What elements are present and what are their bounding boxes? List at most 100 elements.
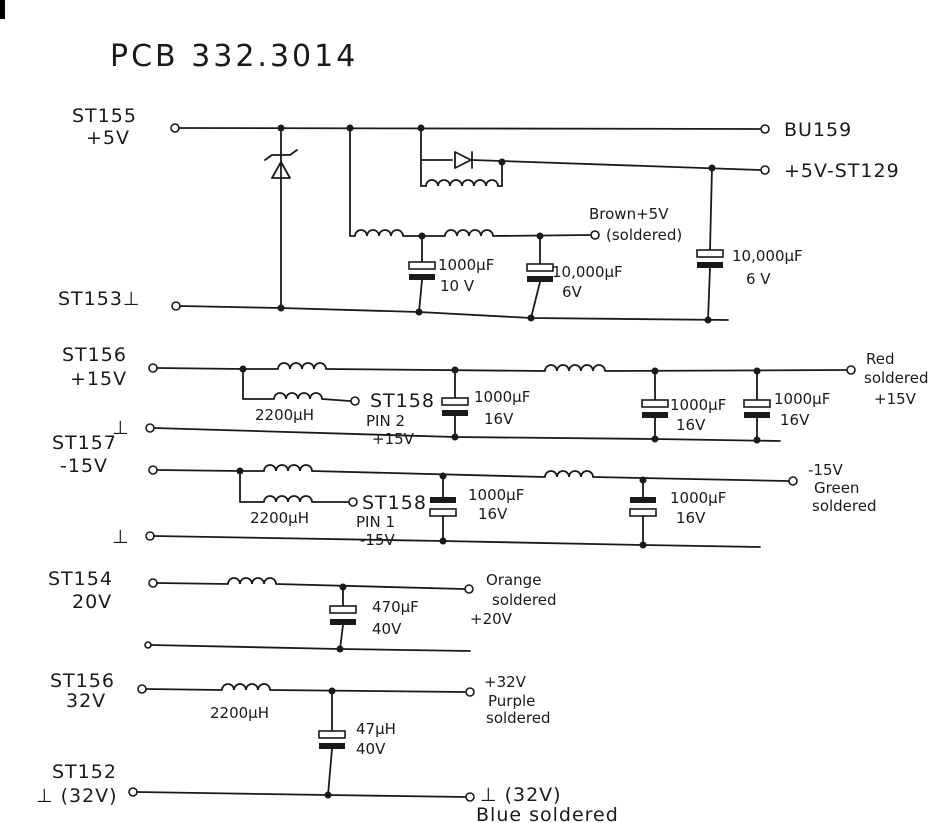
- s3-c1-plate-neg: [430, 497, 456, 503]
- s5-inductor-icon: [221, 683, 271, 691]
- s4-wire-b: [275, 583, 465, 590]
- s3-c1-voltage: 16V: [478, 505, 508, 523]
- s5-ground-out-terminal: [465, 792, 475, 802]
- s2-ground-terminal: [145, 423, 155, 433]
- s2-inductor-2-icon: [544, 364, 606, 372]
- s5-output-terminal: [465, 687, 475, 697]
- s1-c1-plate-pos: [408, 261, 436, 270]
- s3-wire-a: [156, 469, 241, 472]
- s1-zener-diode-icon: [271, 161, 291, 179]
- s3-tap-label-1: ST158: [362, 492, 427, 514]
- s1-rail-wire: [178, 127, 761, 130]
- s3-input-voltage: -15V: [60, 455, 108, 477]
- s1-ground-terminal: [171, 301, 181, 311]
- section-32v: ST156 32V 2200µH +32V Purple soldered 47…: [36, 670, 619, 823]
- s2-c1-voltage: 16V: [484, 410, 514, 428]
- s1-c2-plate-neg: [527, 276, 553, 282]
- s3-c2-plate-pos: [629, 508, 657, 517]
- s3-ground-label: ⊥: [112, 526, 130, 548]
- s3-inductor-2-icon: [544, 470, 594, 478]
- s3-output-label-1: -15V: [808, 461, 843, 479]
- s2-input-name: ST156: [62, 344, 127, 366]
- s2-tap-label-2: PIN 2: [366, 412, 405, 430]
- s3-c2-value: 1000µF: [670, 489, 726, 507]
- s3-output-label-3: soldered: [812, 497, 877, 515]
- s2-c2-voltage: 16V: [676, 416, 706, 434]
- s1-ground-label: ST153⊥: [58, 288, 140, 310]
- s2-c2-plate-pos: [641, 399, 669, 408]
- s4-output-label-2: soldered: [492, 591, 557, 609]
- s2-inductor-3-icon: [273, 392, 323, 400]
- s1-zener-gnd-dot: [277, 304, 285, 312]
- s1-input-name: ST155: [72, 105, 137, 127]
- s4-output-terminal: [464, 584, 474, 594]
- s3-inductor-3-icon: [263, 495, 313, 503]
- s2-tap-wire-2: [321, 398, 351, 402]
- s2-tap-terminal: [350, 396, 360, 406]
- s2-c3-voltage: 16V: [780, 411, 810, 429]
- s5-c-voltage: 40V: [356, 740, 386, 758]
- s5-inductor-value: 2200µH: [210, 704, 269, 722]
- s4-wire-a: [156, 582, 229, 585]
- s4-c-plate-pos: [329, 605, 357, 614]
- s1-c1-value: 1000µF: [438, 256, 494, 274]
- s3-inductor-value: 2200µH: [250, 509, 309, 527]
- s2-c1-plate-pos: [441, 397, 469, 406]
- s2-wire-c: [325, 368, 546, 372]
- s5-ground-out-label-2: Blue soldered: [476, 804, 619, 823]
- s1-c3-value: 10,000µF: [732, 247, 803, 265]
- s2-tap-wire: [242, 368, 275, 400]
- s3-input-name: ST157: [52, 432, 117, 454]
- s5-ground-out-label: ⊥ (32V): [480, 784, 562, 806]
- s3-inductor-1-icon: [263, 464, 313, 472]
- s5-wire-b: [269, 689, 466, 693]
- s2-output-label-3: +15V: [874, 390, 917, 408]
- s2-inductor-1-icon: [277, 362, 327, 370]
- s3-c1-plate-pos: [429, 508, 457, 517]
- s1-diode-wire-in: [420, 127, 453, 161]
- s3-c2-plate-neg: [630, 497, 656, 503]
- title: PCB 332.3014: [110, 39, 358, 74]
- s2-output-terminal: [846, 365, 856, 375]
- s2-inductor-value: 2200µH: [255, 406, 314, 424]
- s2-ground-label: ⊥: [112, 417, 130, 439]
- s2-input-voltage: +15V: [70, 368, 127, 390]
- s1-c1-plate-neg: [409, 274, 435, 280]
- s3-tap-terminal: [348, 497, 358, 507]
- s1-brown-label: Brown+5V: [589, 205, 669, 223]
- s5-input-name: ST156: [50, 670, 115, 692]
- s5-wire-a: [145, 688, 223, 691]
- s5-ground-label: ⊥ (32V): [36, 785, 118, 807]
- s2-tap-label-1: ST158: [370, 390, 435, 412]
- s2-c1-value: 1000µF: [474, 388, 530, 406]
- s1-inductor-1-icon: [354, 229, 404, 237]
- s3-wire-c: [311, 470, 546, 478]
- s2-wire-a: [156, 367, 244, 370]
- s1-ground-wire: [179, 305, 729, 321]
- s2-output-label-2: soldered: [864, 369, 929, 387]
- s5-output-label-2: Purple: [488, 692, 535, 710]
- s3-wire-d: [592, 476, 789, 482]
- s4-c-value: 470µF: [372, 598, 419, 616]
- s4-c-bot: [339, 624, 344, 650]
- s3-output-terminal: [788, 476, 798, 486]
- s5-input-terminal: [137, 684, 147, 694]
- s1-c1-bot-wire: [418, 279, 423, 313]
- s5-ground-name: ST152: [52, 761, 117, 783]
- s1-c2-voltage: 6V: [562, 283, 583, 301]
- s4-inductor-icon: [227, 577, 277, 585]
- s3-ground-wire: [153, 535, 761, 548]
- s1-c2-value: 10,000µF: [552, 263, 623, 281]
- s4-input-name: ST154: [48, 568, 113, 590]
- s1-inductor-2-icon: [444, 229, 494, 237]
- s5-ground-wire: [136, 791, 466, 798]
- s2-input-terminal: [148, 363, 158, 373]
- s3-output-label-2: Green: [814, 479, 859, 497]
- s1-diode-icon: [454, 151, 472, 169]
- s1-output-terminal-top: [760, 124, 770, 134]
- corner-mark: [0, 0, 5, 19]
- s2-c3-value: 1000µF: [774, 390, 830, 408]
- s3-tap-label-2: PIN 1: [356, 513, 395, 531]
- s1-c3-plate-pos: [696, 249, 724, 258]
